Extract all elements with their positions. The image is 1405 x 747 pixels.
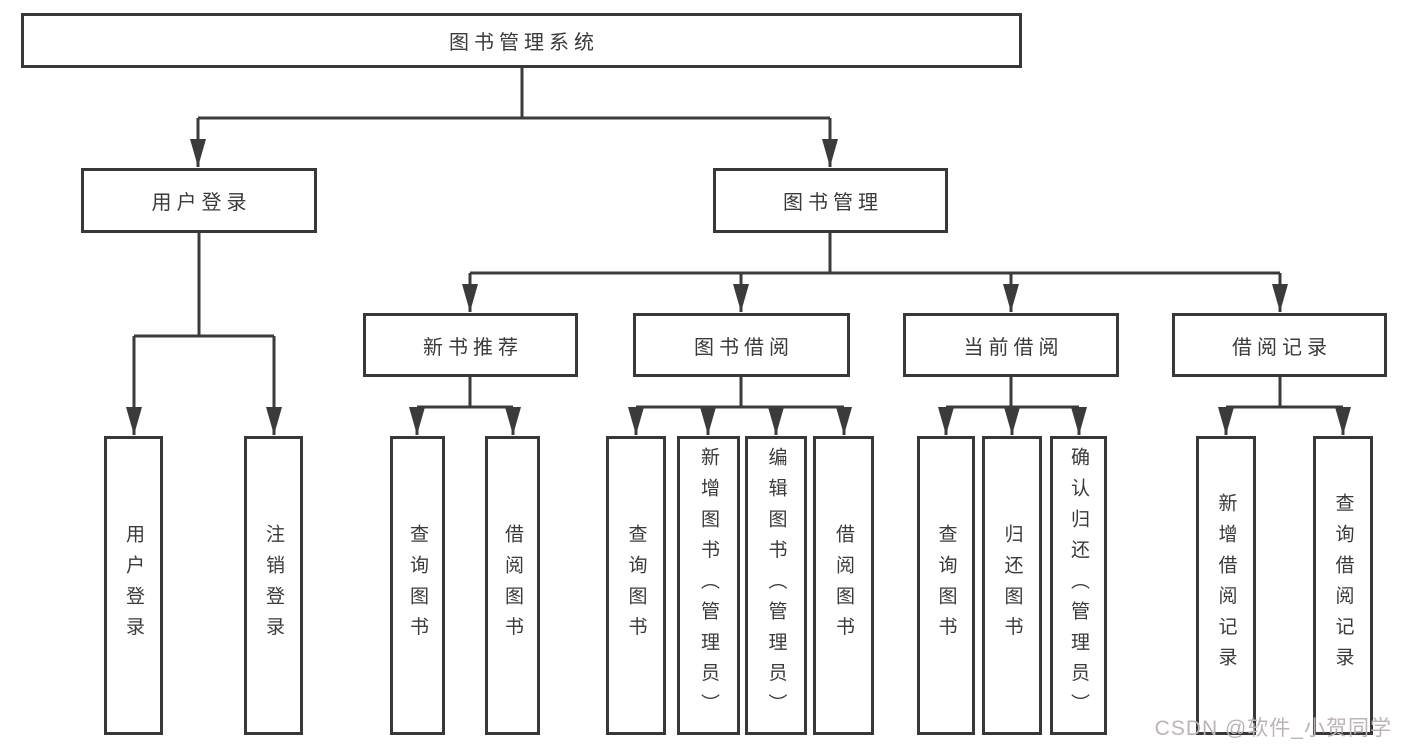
leaf-borrow-book: 借阅图书	[813, 436, 874, 735]
node-book-borrow-group: 图书借阅	[633, 313, 850, 377]
arrowhead	[462, 284, 478, 312]
arrowhead	[1004, 407, 1020, 435]
arrowhead	[505, 407, 521, 435]
arrowhead	[700, 407, 716, 435]
leaf-query-book-borrow: 查询图书	[606, 436, 666, 735]
node-label: 新增图书（管理员）	[698, 446, 719, 725]
arrowhead	[1003, 284, 1019, 312]
node-label: 图书管理系统	[449, 32, 599, 54]
arrowhead	[1071, 407, 1087, 435]
csdn-watermark: CSDN @软件_小贺同学	[1154, 717, 1392, 740]
node-label: 编辑图书（管理员）	[765, 446, 787, 725]
node-label: 注销登录	[263, 523, 284, 648]
node-user-login-branch: 用户登录	[81, 168, 317, 233]
node-label: 确认归还（管理员）	[1068, 446, 1089, 725]
leaf-return-book: 归还图书	[982, 436, 1042, 735]
node-label: 用户登录	[151, 192, 252, 214]
node-label: 图书管理	[783, 192, 883, 214]
leaf-edit-book-admin: 编辑图书（管理员）	[745, 436, 807, 735]
node-current-borrow-group: 当前借阅	[903, 313, 1119, 377]
leaf-add-book-admin: 新增图书（管理员）	[677, 436, 740, 735]
node-label: 查询借阅记录	[1332, 493, 1354, 678]
arrowhead	[1218, 407, 1234, 435]
arrowhead	[836, 407, 852, 435]
arrowhead	[190, 139, 206, 167]
leaf-query-book-current: 查询图书	[917, 436, 975, 735]
node-label: 归还图书	[1001, 523, 1023, 648]
node-label: 借阅记录	[1232, 336, 1332, 359]
arrowhead	[1335, 407, 1351, 435]
leaf-user-login: 用户登录	[104, 436, 163, 735]
node-label: 新增借阅记录	[1215, 493, 1237, 678]
connector-new-book-to-leaves	[415, 377, 515, 435]
leaf-add-borrow-record: 新增借阅记录	[1196, 436, 1256, 735]
leaf-query-book-recommend: 查询图书	[390, 436, 445, 735]
connector-borrow-record-to-leaves	[1224, 377, 1345, 435]
node-label: 查询图书	[935, 523, 957, 648]
node-label: 查询图书	[407, 523, 428, 648]
connector-root-to-branches	[196, 68, 832, 167]
leaf-logout: 注销登录	[244, 436, 303, 735]
node-book-management-branch: 图书管理	[713, 168, 948, 233]
arrowhead	[822, 139, 838, 167]
node-root-library-system: 图书管理系统	[21, 13, 1022, 68]
node-borrow-record-group: 借阅记录	[1172, 313, 1387, 377]
leaf-borrow-book-recommend: 借阅图书	[485, 436, 540, 735]
node-label: 查询图书	[625, 523, 647, 648]
arrowhead	[1272, 284, 1288, 312]
arrowhead	[628, 407, 644, 435]
arrowhead	[126, 407, 142, 435]
arrowhead	[938, 407, 954, 435]
node-label: 借阅图书	[833, 523, 854, 648]
node-label: 用户登录	[123, 523, 144, 648]
connector-book-borrow-to-leaves	[634, 377, 846, 435]
node-label: 当前借阅	[963, 336, 1064, 359]
node-label: 借阅图书	[502, 523, 523, 648]
leaf-confirm-return-admin: 确认归还（管理员）	[1050, 436, 1107, 735]
arrowhead	[266, 407, 282, 435]
arrowhead	[409, 407, 425, 435]
connector-user-login-to-leaves	[132, 233, 276, 435]
node-new-book-recommend-group: 新书推荐	[363, 313, 578, 377]
arrowhead	[733, 284, 749, 312]
leaf-query-borrow-record: 查询借阅记录	[1313, 436, 1373, 735]
node-label: 图书借阅	[694, 336, 794, 359]
node-label: 新书推荐	[423, 336, 523, 359]
arrowhead	[768, 407, 784, 435]
connector-book-mgmt-to-groups	[468, 233, 1282, 312]
